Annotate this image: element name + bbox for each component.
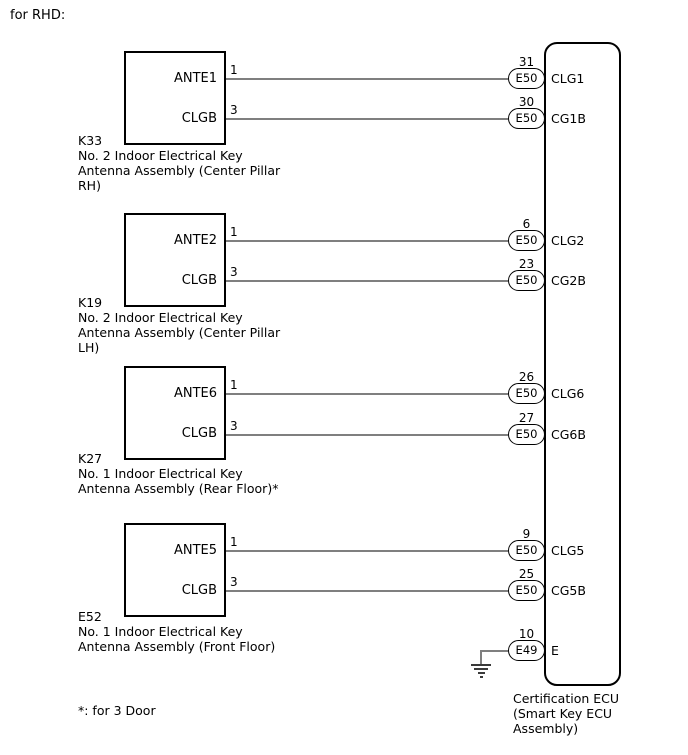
module-description-line: LH) [78, 340, 100, 355]
connector-pin-number: 9 [522, 527, 531, 541]
wire-k19-ante2 [226, 240, 508, 242]
ecu-box [544, 42, 621, 686]
connector-e50: E50 [508, 383, 545, 404]
module-pin-label: CLGB [181, 583, 217, 598]
module-description-line: No. 2 Indoor Electrical Key [78, 148, 243, 163]
connector-pin-number: 27 [518, 411, 535, 425]
wire-k33-ante1 [226, 78, 508, 80]
module-description-line: Antenna Assembly (Rear Floor)* [78, 481, 279, 496]
module-description-line: No. 1 Indoor Electrical Key [78, 624, 243, 639]
connector-e50: E50 [508, 230, 545, 251]
ecu-terminal-label: CLG5 [551, 543, 585, 558]
module-box-k33: ANTE1 CLGB [124, 51, 226, 145]
connector-e50: E50 [508, 108, 545, 129]
module-description: No. 1 Indoor Electrical Key Antenna Asse… [78, 466, 278, 496]
module-pin-label: ANTE5 [173, 543, 217, 558]
ecu-terminal-label: CG2B [551, 273, 586, 288]
footnote: *: for 3 Door [78, 703, 156, 718]
module-pin-label: CLGB [181, 111, 217, 126]
connector-pin-number: 30 [518, 95, 535, 109]
module-pin-label: CLGB [181, 273, 217, 288]
module-description: No. 1 Indoor Electrical Key Antenna Asse… [78, 624, 275, 654]
module-pin-label: ANTE1 [173, 71, 217, 86]
connector-e50: E50 [508, 540, 545, 561]
module-id: K19 [78, 295, 103, 310]
wire-e52-ante5 [226, 550, 508, 552]
connector-pin-number: 6 [522, 217, 531, 231]
module-description-line: Antenna Assembly (Front Floor) [78, 639, 276, 654]
module-description-line: No. 2 Indoor Electrical Key [78, 310, 243, 325]
module-pin-label: ANTE6 [173, 386, 217, 401]
module-pin-label: ANTE2 [173, 233, 217, 248]
connector-pin-number: 23 [518, 257, 535, 271]
page-title: for RHD: [10, 8, 66, 23]
module-id: K27 [78, 451, 103, 466]
ecu-label: Certification ECU (Smart Key ECU Assembl… [513, 691, 619, 736]
module-box-k27: ANTE6 CLGB [124, 366, 226, 460]
module-id: E52 [78, 609, 102, 624]
ecu-terminal-label: E [551, 643, 559, 658]
module-box-e52: ANTE5 CLGB [124, 523, 226, 617]
wire-e49-ground [481, 650, 508, 652]
module-id: K33 [78, 133, 103, 148]
wire-k27-ante6 [226, 393, 508, 395]
connector-pin-number: 10 [518, 627, 535, 641]
ecu-terminal-label: CLG1 [551, 71, 585, 86]
module-description-line: Antenna Assembly (Center Pillar [78, 325, 281, 340]
module-description: No. 2 Indoor Electrical Key Antenna Asse… [78, 148, 280, 193]
connector-e50: E50 [508, 68, 545, 89]
module-pin-number: 3 [230, 575, 238, 589]
module-description-line: No. 1 Indoor Electrical Key [78, 466, 243, 481]
connector-e50: E50 [508, 270, 545, 291]
ecu-label-line: (Smart Key ECU [513, 706, 613, 721]
module-box-k19: ANTE2 CLGB [124, 213, 226, 307]
connector-pin-number: 25 [518, 567, 535, 581]
module-pin-number: 1 [230, 378, 238, 392]
module-pin-number: 1 [230, 225, 238, 239]
module-pin-number: 1 [230, 535, 238, 549]
wire-e52-clgb [226, 590, 508, 592]
ecu-terminal-label: CG6B [551, 427, 586, 442]
connector-e50: E50 [508, 424, 545, 445]
module-pin-number: 3 [230, 103, 238, 117]
module-description-line: Antenna Assembly (Center Pillar [78, 163, 281, 178]
module-pin-number: 3 [230, 419, 238, 433]
ecu-label-line: Assembly) [513, 721, 579, 736]
module-pin-number: 1 [230, 63, 238, 77]
module-pin-label: CLGB [181, 426, 217, 441]
connector-pin-number: 31 [518, 55, 535, 69]
ecu-label-line: Certification ECU [513, 691, 620, 706]
ecu-terminal-label: CLG6 [551, 386, 585, 401]
connector-e50: E50 [508, 580, 545, 601]
wire-k19-clgb [226, 280, 508, 282]
wire-k27-clgb [226, 434, 508, 436]
ecu-terminal-label: CLG2 [551, 233, 585, 248]
ecu-terminal-label: CG1B [551, 111, 586, 126]
connector-e49: E49 [508, 640, 545, 661]
module-description-line: RH) [78, 178, 101, 193]
connector-pin-number: 26 [518, 370, 535, 384]
ground-stem [480, 650, 482, 664]
module-description: No. 2 Indoor Electrical Key Antenna Asse… [78, 310, 280, 355]
module-pin-number: 3 [230, 265, 238, 279]
wire-k33-clgb [226, 118, 508, 120]
ecu-terminal-label: CG5B [551, 583, 586, 598]
